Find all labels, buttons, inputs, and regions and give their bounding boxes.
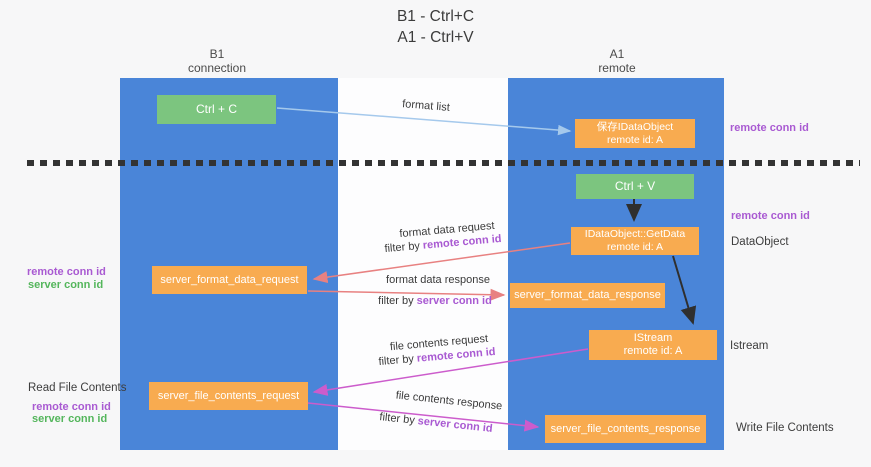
annotation-remote-conn-id-left1: remote conn id — [27, 266, 106, 278]
node-getdata-line1: IDataObject::GetData — [584, 228, 686, 240]
node-format-request-label: server_format_data_request — [160, 273, 299, 286]
server-conn-id-highlight: server conn id — [416, 295, 492, 307]
node-server-format-data-request: server_format_data_request — [152, 266, 307, 294]
lane-header-a1: A1 remote — [547, 47, 687, 75]
lane-header-b1: B1 connection — [147, 47, 287, 75]
lane-b1-role: connection — [187, 61, 247, 75]
node-file-request-label: server_file_contents_request — [157, 389, 300, 402]
node-server-file-contents-response: server_file_contents_response — [545, 415, 706, 443]
node-idataobject-getdata: IDataObject::GetData remote id: A — [571, 227, 699, 255]
node-istream: IStream remote id: A — [589, 330, 717, 360]
diagram-title: B1 - Ctrl+C A1 - Ctrl+V — [300, 6, 571, 48]
node-ctrl-v-label: Ctrl + V — [614, 179, 656, 193]
section-divider-dashed-line — [27, 160, 860, 166]
lane-b1-name: B1 — [209, 47, 225, 61]
annotation-read-file-contents: Read File Contents — [28, 382, 127, 394]
annotation-dataobject: DataObject — [731, 236, 789, 248]
annotation-server-conn-id-left2: server conn id — [32, 413, 108, 425]
annotation-istream: Istream — [730, 340, 769, 352]
node-save-idataobject: 保存IDataObject remote id: A — [575, 119, 695, 148]
node-getdata-line2: remote id: A — [606, 241, 664, 253]
title-line-b1: B1 - Ctrl+C — [396, 8, 475, 25]
node-istream-line2: remote id: A — [623, 345, 683, 357]
annotation-remote-conn-id-top: remote conn id — [730, 122, 809, 134]
node-server-file-contents-request: server_file_contents_request — [149, 382, 308, 410]
lane-a1-role: remote — [598, 61, 636, 75]
node-file-response-label: server_file_contents_response — [550, 422, 701, 435]
node-ctrl-v: Ctrl + V — [576, 174, 694, 199]
annotation-server-conn-id-left1: server conn id — [28, 279, 104, 291]
filter-by-text: filter by — [378, 295, 414, 307]
annotation-remote-conn-id-mid: remote conn id — [731, 210, 810, 222]
lane-a1-name: A1 — [609, 47, 625, 61]
node-istream-line1: IStream — [633, 332, 673, 344]
node-server-format-data-response: server_format_data_response — [510, 283, 665, 308]
annotation-remote-conn-id-left2: remote conn id — [32, 401, 111, 413]
node-ctrl-c: Ctrl + C — [157, 95, 276, 124]
title-line-a1: A1 - Ctrl+V — [397, 29, 474, 46]
label-format-data-response: format data response — [386, 274, 490, 286]
node-format-response-label: server_format_data_response — [514, 289, 661, 301]
node-save-idataobject-line1: 保存IDataObject — [596, 120, 674, 133]
node-ctrl-c-label: Ctrl + C — [195, 102, 237, 116]
annotation-write-file-contents: Write File Contents — [736, 422, 834, 434]
node-save-idataobject-line2: remote id: A — [606, 133, 664, 146]
